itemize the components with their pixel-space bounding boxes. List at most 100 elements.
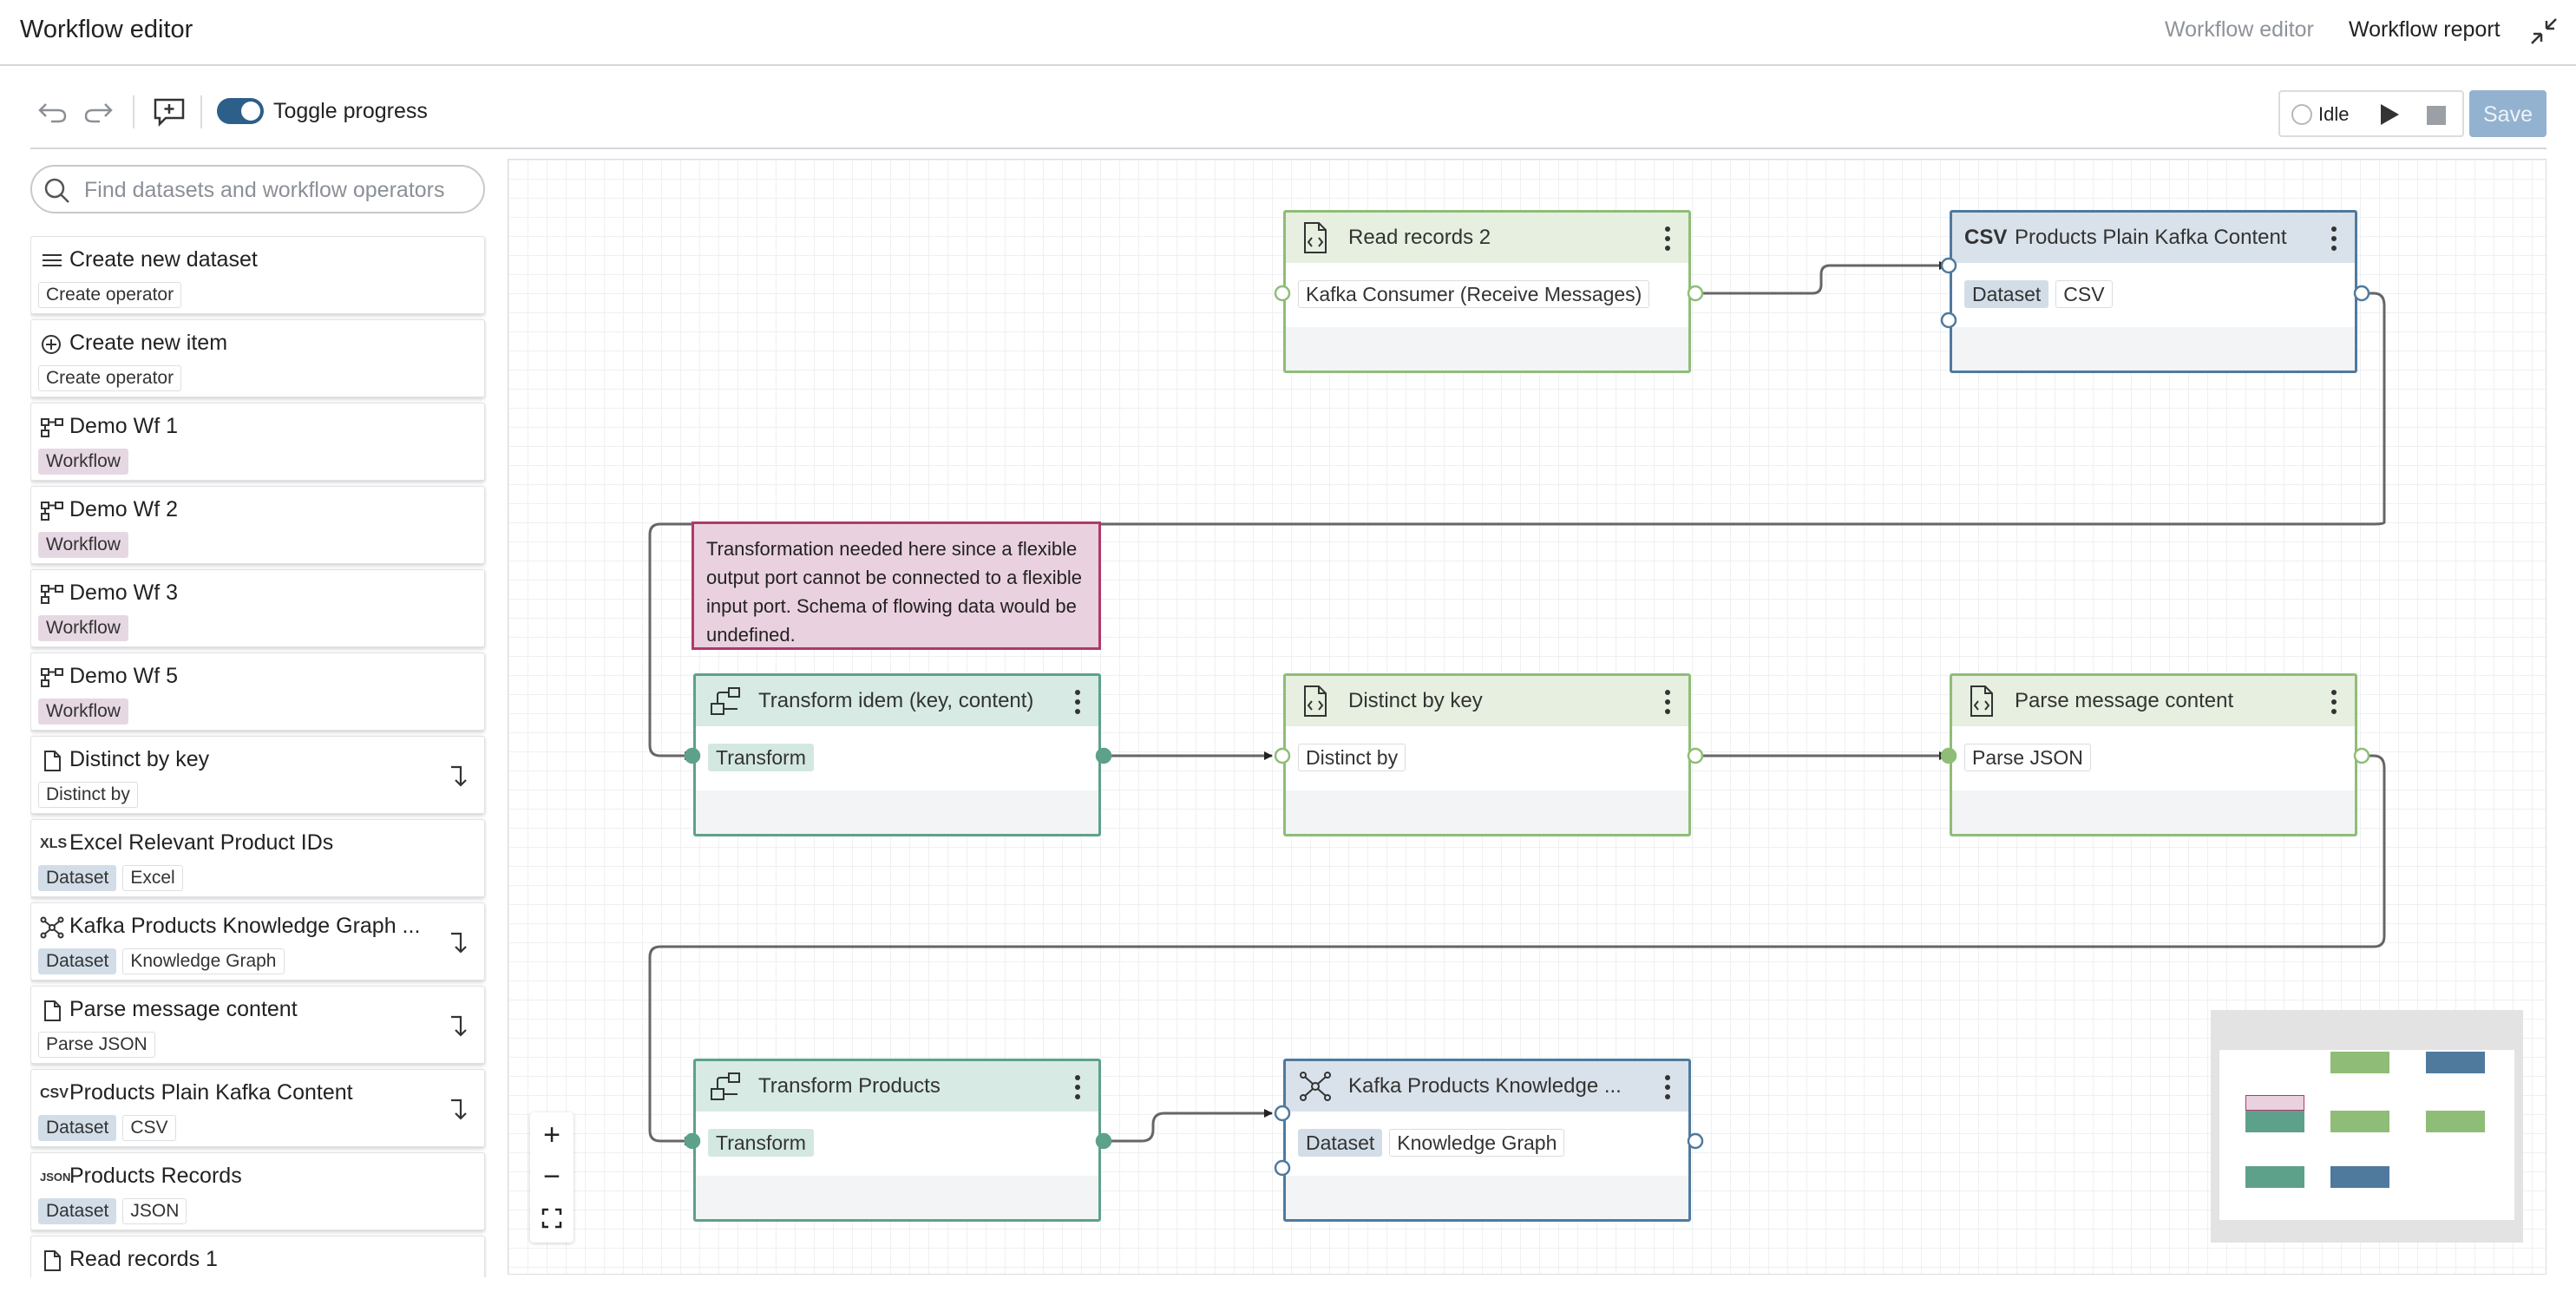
node-footer: [1286, 327, 1688, 371]
add-note-icon[interactable]: [152, 97, 187, 127]
node-read-records-2[interactable]: Read records 2 Kafka Consumer (Receive M…: [1283, 210, 1691, 373]
csv-icon: CSV: [1964, 226, 2008, 249]
fit-view-icon[interactable]: [541, 1208, 562, 1229]
tag: JSON: [122, 1198, 187, 1224]
node-footer: [1952, 790, 2355, 834]
node-title: Kafka Products Knowledge ...: [1348, 1074, 1622, 1098]
search-input[interactable]: [82, 177, 464, 203]
more-vertical-icon[interactable]: [2329, 688, 2339, 716]
more-vertical-icon[interactable]: [1662, 1073, 1673, 1101]
zoom-in-button[interactable]: +: [543, 1118, 560, 1151]
list-item-demo-wf-1[interactable]: Demo Wf 1 Workflow: [30, 403, 485, 481]
minimap-node: [2245, 1166, 2304, 1188]
redo-icon[interactable]: [81, 97, 115, 127]
editor-toolbar: Toggle progress: [30, 85, 2547, 141]
tag: CSV: [122, 1115, 176, 1141]
file-icon: [44, 1000, 61, 1021]
node-tag: Distinct by: [1298, 744, 1406, 771]
node-tag: Transform: [708, 1129, 814, 1157]
tag: Create operator: [38, 365, 182, 391]
list-item-demo-wf-3[interactable]: Demo Wf 3 Workflow: [30, 569, 485, 647]
toggle-progress-switch[interactable]: [217, 98, 264, 124]
node-tag: Kafka Consumer (Receive Messages): [1298, 280, 1650, 308]
more-vertical-icon[interactable]: [1072, 688, 1083, 716]
list-icon: [43, 254, 62, 266]
save-button[interactable]: Save: [2469, 90, 2547, 137]
tag: Dataset: [38, 1115, 117, 1141]
more-vertical-icon[interactable]: [2329, 225, 2339, 252]
toolbar-separator: [133, 95, 134, 128]
tag: Knowledge Graph: [122, 948, 285, 974]
tag: Workflow: [38, 615, 128, 641]
node-transform-products[interactable]: Transform Products Transform: [693, 1059, 1101, 1222]
play-icon[interactable]: [2376, 102, 2402, 128]
list-item-title: Create new dataset: [69, 247, 258, 272]
node-body: Parse JSON: [1952, 726, 2355, 790]
tag: Workflow: [38, 449, 128, 475]
workflow-icon: [41, 668, 63, 687]
node-body: Transform: [696, 1112, 1098, 1176]
more-vertical-icon[interactable]: [1662, 225, 1673, 252]
node-tag: Dataset: [1964, 280, 2049, 308]
edge: [648, 292, 2386, 760]
zoom-controls: + −: [530, 1112, 574, 1243]
workflow-icon: [41, 585, 63, 604]
list-item-title: Kafka Products Knowledge Graph ...: [69, 914, 421, 938]
list-item-kafka-products-knowledge-graph[interactable]: Kafka Products Knowledge Graph ... Datas…: [30, 902, 485, 980]
node-products-plain-kafka-content[interactable]: CSV Products Plain Kafka Content Dataset…: [1950, 210, 2357, 373]
file-icon: [44, 1250, 61, 1271]
insert-arrow-icon[interactable]: [446, 1013, 472, 1040]
insert-arrow-icon[interactable]: [446, 763, 472, 790]
more-vertical-icon[interactable]: [1662, 688, 1673, 716]
workflow-canvas[interactable]: Read records 2 Kafka Consumer (Receive M…: [508, 159, 2547, 1275]
list-item-products-plain-kafka-content[interactable]: CSV Products Plain Kafka Content Dataset…: [30, 1069, 485, 1147]
file-code-icon: [1304, 685, 1327, 717]
minimap-node: [2245, 1095, 2304, 1111]
node-kafka-products-knowledge-graph[interactable]: Kafka Products Knowledge ... Dataset Kno…: [1283, 1059, 1691, 1222]
tag: Workflow: [38, 698, 128, 725]
list-item-read-records-1[interactable]: Read records 1: [30, 1236, 485, 1277]
list-item-create-new-dataset[interactable]: Create new dataset Create operator: [30, 236, 485, 314]
list-item-excel-relevant-product-ids[interactable]: XLS Excel Relevant Product IDs Dataset E…: [30, 819, 485, 897]
sticky-note[interactable]: Transformation needed here since a flexi…: [692, 521, 1101, 650]
node-header: Transform Products: [696, 1061, 1098, 1112]
list-item-title: Products Records: [69, 1164, 242, 1188]
minimap[interactable]: [2211, 1010, 2523, 1243]
node-distinct-by-key[interactable]: Distinct by key Distinct by: [1283, 673, 1691, 836]
transform-icon: [711, 687, 740, 715]
status-indicator-icon: [2291, 104, 2312, 125]
list-item-title: Demo Wf 1: [69, 414, 179, 438]
node-transform-idem[interactable]: Transform idem (key, content) Transform: [693, 673, 1101, 836]
zoom-out-button[interactable]: −: [543, 1160, 560, 1193]
list-item-create-new-item[interactable]: Create new item Create operator: [30, 319, 485, 397]
node-footer: [1952, 327, 2355, 371]
node-parse-message-content[interactable]: Parse message content Parse JSON: [1950, 673, 2357, 836]
undo-icon[interactable]: [36, 97, 70, 127]
xls-icon: XLS: [40, 836, 68, 851]
list-item-demo-wf-5[interactable]: Demo Wf 5 Workflow: [30, 653, 485, 731]
list-item-products-records[interactable]: JSON Products Records Dataset JSON: [30, 1152, 485, 1230]
search-icon: [44, 178, 69, 203]
collapse-icon[interactable]: [2528, 16, 2560, 47]
node-tag: Knowledge Graph: [1389, 1129, 1565, 1157]
list-item-distinct-by-key[interactable]: Distinct by key Distinct by: [30, 736, 485, 814]
tag: Workflow: [38, 532, 128, 558]
node-title: Transform idem (key, content): [758, 689, 1034, 712]
nav-workflow-report[interactable]: Workflow report: [2349, 17, 2501, 42]
node-body: Dataset CSV: [1952, 263, 2355, 327]
node-body: Distinct by: [1286, 726, 1688, 790]
file-icon: [44, 751, 61, 771]
nav-workflow-editor[interactable]: Workflow editor: [2165, 17, 2314, 42]
insert-arrow-icon[interactable]: [446, 1096, 472, 1124]
tag: Parse JSON: [38, 1032, 155, 1058]
insert-arrow-icon[interactable]: [446, 929, 472, 957]
toolbar-separator: [200, 95, 202, 128]
more-vertical-icon[interactable]: [1072, 1073, 1083, 1101]
execution-controls: Idle: [2278, 90, 2464, 137]
list-item-parse-message-content[interactable]: Parse message content Parse JSON: [30, 986, 485, 1064]
edge: [1695, 261, 1948, 295]
plus-circle-icon: [42, 335, 61, 354]
list-item-demo-wf-2[interactable]: Demo Wf 2 Workflow: [30, 486, 485, 564]
minimap-node: [2330, 1052, 2389, 1073]
stop-icon[interactable]: [2427, 106, 2446, 125]
